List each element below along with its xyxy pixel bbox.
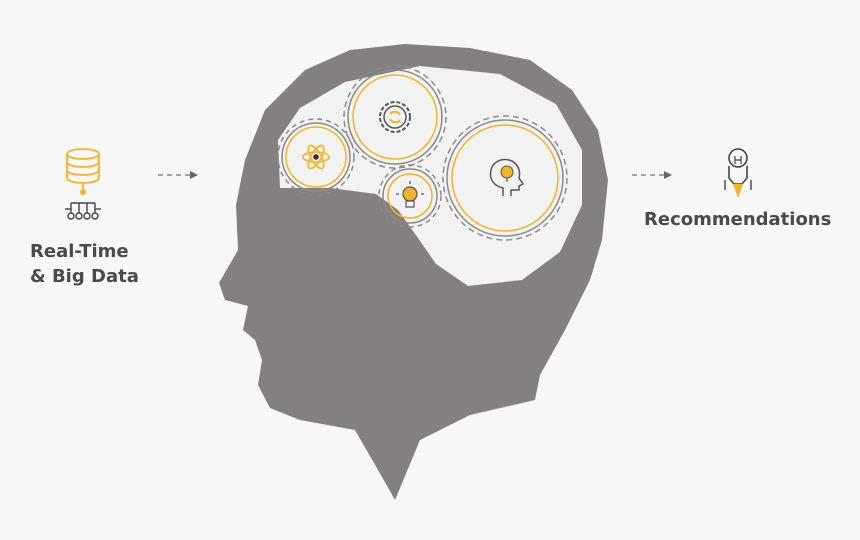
network-icon [65,202,101,220]
head-idea-icon [489,158,525,196]
input-label-line2: & Big Data [30,266,139,287]
rocket-lightbulb-icon [724,148,752,198]
gear-large [442,115,568,241]
output-label: Recommendations [644,209,832,230]
lightbulb-icon [396,181,424,208]
output-arrow [632,171,672,179]
gear-left [277,118,355,196]
input-label-line1: Real-Time [30,241,129,262]
atom-icon [302,144,330,170]
gear-small [378,164,442,228]
refresh-gear-icon [379,101,411,133]
gear-top [343,65,447,169]
input-arrow [158,171,198,179]
database-icon [66,148,100,195]
